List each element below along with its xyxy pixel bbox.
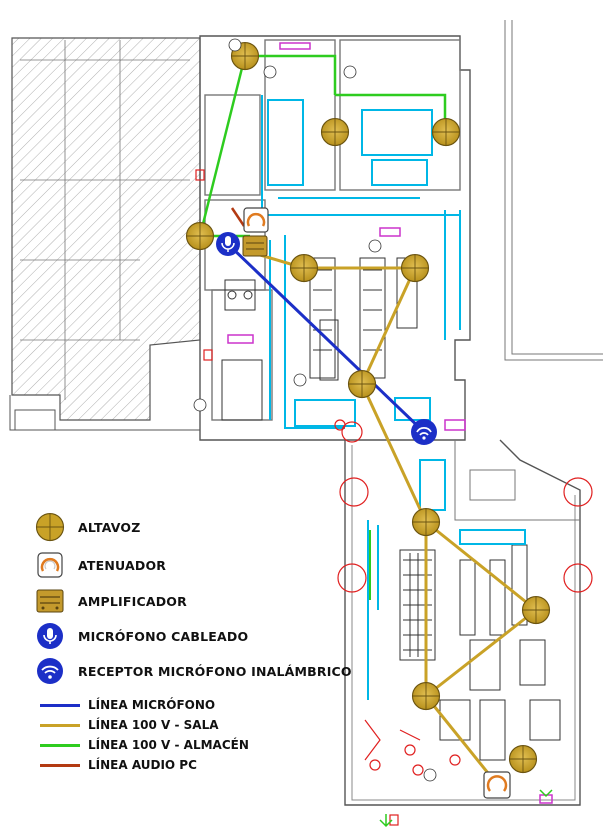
amplifier-icon [242,235,268,257]
speaker-icon [347,369,377,399]
speaker-icon [411,507,441,537]
microphone-icon [216,232,240,256]
legend-attenuator-label: ATENUADOR [78,557,167,573]
attenuator-icon [483,771,511,799]
line-almacen-swatch [40,743,80,747]
wifi-icon [411,419,437,445]
speaker-icon [320,117,350,147]
legend-line-almacen: LÍNEA 100 V - ALMACÉN [40,736,249,754]
speaker-icon [508,744,538,774]
speaker-icon [32,512,68,542]
legend-audio-pc-label: LÍNEA AUDIO PC [88,758,197,772]
wifi-icon [32,656,68,686]
legend-mic-line: LÍNEA MICRÓFONO [40,696,215,714]
legend-wireless-receiver-label: RECEPTOR MICRÓFONO INALÁMBRICO [78,663,352,679]
legend-line-almacen-label: LÍNEA 100 V - ALMACÉN [88,738,249,752]
lower-building [344,439,581,806]
mic-line-swatch [40,703,80,707]
line-audio-pc [230,207,246,227]
line-100v-almacen [198,54,447,238]
audio-pc-swatch [40,763,80,767]
speaker-icon [400,253,430,283]
shelving-lower [399,544,561,761]
amplifier-icon [32,586,68,616]
legend-speaker-label: ALTAVOZ [78,519,141,535]
legend-mic-line-label: LÍNEA MICRÓFONO [88,698,216,712]
legend-speaker: ALTAVOZ [32,512,141,542]
speaker-icon [185,221,215,251]
legend-wired-mic-label: MICRÓFONO CABLEADO [78,628,249,644]
line-sala-swatch [40,723,80,727]
legend-amplifier-label: AMPLIFICADOR [78,593,187,609]
speaker-icon [521,595,551,625]
legend-audio-pc: LÍNEA AUDIO PC [40,756,197,774]
room-markers [193,38,437,782]
speaker-icon [411,681,441,711]
legend-wired-mic: MICRÓFONO CABLEADO [32,621,248,651]
legend-line-sala-label: LÍNEA 100 V - SALA [88,718,219,732]
legend: ALTAVOZ ATENUADOR AMPLIFICADOR [32,512,352,772]
speaker-icon [289,253,319,283]
microphone-icon [32,621,68,651]
legend-amplifier: AMPLIFICADOR [32,586,187,616]
magenta-markers [227,42,553,804]
line-microfono [228,244,426,434]
speaker-icon [431,117,461,147]
cyan-fixtures-lower [367,459,526,700]
red-markers [195,169,593,826]
attenuator-icon [32,550,68,580]
legend-attenuator: ATENUADOR [32,550,166,580]
hatched-zone [9,37,201,431]
legend-line-sala: LÍNEA 100 V - SALA [40,716,219,734]
line-100v-sala [249,250,537,789]
attenuator-icon [243,207,269,233]
exit-signs [379,789,553,828]
legend-wireless-receiver: RECEPTOR MICRÓFONO INALÁMBRICO [32,656,352,686]
